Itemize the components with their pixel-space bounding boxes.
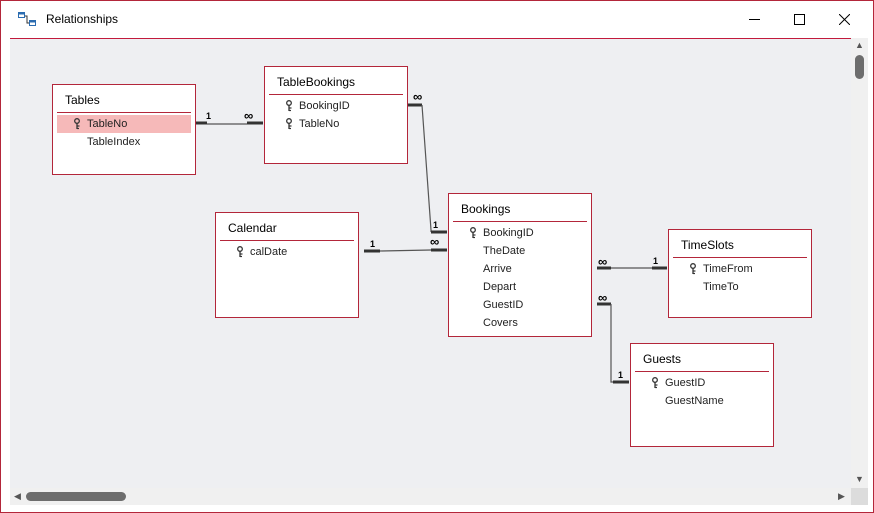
table-divider [220, 240, 354, 241]
table-title: Guests [643, 352, 682, 366]
title-bar[interactable]: Relationships [1, 1, 873, 37]
scroll-up-icon[interactable]: ▲ [855, 40, 864, 50]
table-calendar[interactable]: Calendar calDate [215, 212, 359, 318]
table-divider [57, 112, 191, 113]
maximize-icon [793, 13, 805, 25]
key-icon [237, 246, 243, 258]
table-guests[interactable]: Guests GuestID GuestName [630, 343, 774, 447]
close-icon [838, 13, 850, 25]
relationship-label-many: ∞ [598, 290, 608, 305]
field-row-depart[interactable]: Depart [453, 278, 587, 296]
table-title: Tables [65, 93, 100, 107]
table-tables[interactable]: Tables TableNo TableIndex [52, 84, 196, 175]
relationship-label-one: 1 [206, 111, 212, 121]
key-icon [652, 377, 658, 389]
relationship-line[interactable] [610, 304, 614, 383]
field-name: TimeTo [703, 281, 739, 293]
horizontal-scrollbar[interactable]: ◀ ▶ [10, 488, 851, 505]
scroll-right-icon[interactable]: ▶ [838, 491, 845, 501]
relationship-line[interactable] [421, 104, 432, 232]
field-name: TableIndex [87, 136, 141, 148]
field-name: GuestName [665, 395, 724, 407]
minimize-icon [748, 18, 760, 20]
field-name: TableNo [87, 118, 128, 130]
field-name: BookingID [299, 100, 350, 112]
field-name: Covers [483, 317, 518, 329]
scroll-down-icon[interactable]: ▼ [855, 474, 864, 484]
field-name: Arrive [483, 263, 512, 275]
vertical-scrollbar[interactable]: ▲ ▼ [851, 38, 868, 488]
field-row-timeto[interactable]: TimeTo [673, 278, 807, 296]
field-row-thedate[interactable]: TheDate [453, 242, 587, 260]
field-name: calDate [250, 246, 288, 258]
horizontal-scroll-thumb[interactable] [26, 492, 126, 501]
field-name: BookingID [483, 227, 534, 239]
field-row-tableno[interactable]: TableNo [57, 115, 191, 133]
window-title: Relationships [46, 12, 119, 26]
field-row-guestname[interactable]: GuestName [635, 392, 769, 410]
field-name: Depart [483, 281, 517, 293]
relationship-label-many: ∞ [598, 254, 608, 269]
field-name: GuestID [483, 299, 524, 311]
field-row-tableno[interactable]: TableNo [269, 115, 403, 133]
scrollbar-corner [851, 488, 868, 505]
field-row-guestid[interactable]: GuestID [453, 296, 587, 314]
relationship-label-one: 1 [618, 370, 624, 380]
relationships-icon [18, 12, 36, 26]
relationships-canvas[interactable]: 1 ∞ ∞ 1 1 ∞ ∞ 1 ∞ 1 Tables TableNo Table… [10, 38, 851, 489]
field-row-guestid[interactable]: GuestID [635, 374, 769, 392]
key-icon [470, 227, 476, 239]
field-row-bookingid[interactable]: BookingID [269, 97, 403, 115]
relationship-label-many: ∞ [413, 89, 423, 104]
table-divider [673, 257, 807, 258]
key-icon [286, 100, 292, 112]
relationship-label-many: ∞ [244, 108, 254, 123]
table-divider [635, 371, 769, 372]
relationship-line[interactable] [379, 249, 432, 252]
table-divider [269, 94, 403, 95]
relationship-label-one: 1 [653, 256, 659, 266]
table-bookings[interactable]: Bookings BookingID TheDate Arrive Depart… [448, 193, 592, 337]
maximize-button[interactable] [776, 1, 822, 37]
table-title: Bookings [461, 202, 511, 216]
field-row-arrive[interactable]: Arrive [453, 260, 587, 278]
table-timeslots[interactable]: TimeSlots TimeFrom TimeTo [668, 229, 812, 318]
key-icon [74, 118, 80, 130]
key-icon [690, 263, 696, 275]
close-button[interactable] [821, 1, 867, 37]
field-row-caldate[interactable]: calDate [220, 243, 354, 261]
table-divider [453, 221, 587, 222]
scroll-left-icon[interactable]: ◀ [14, 491, 21, 501]
minimize-button[interactable] [731, 1, 777, 37]
relationship-lines [195, 103, 667, 384]
key-icon [286, 118, 292, 130]
field-name: GuestID [665, 377, 706, 389]
field-row-tableindex[interactable]: TableIndex [57, 133, 191, 151]
field-row-bookingid[interactable]: BookingID [453, 224, 587, 242]
relationship-label-one: 1 [433, 220, 439, 230]
table-title: TableBookings [277, 75, 356, 89]
field-name: TheDate [483, 245, 526, 257]
field-row-timefrom[interactable]: TimeFrom [673, 260, 807, 278]
field-row-covers[interactable]: Covers [453, 314, 587, 332]
relationship-label-many: ∞ [430, 234, 440, 249]
table-tablebookings[interactable]: TableBookings BookingID TableNo [264, 66, 408, 164]
field-name: TimeFrom [703, 263, 753, 275]
relationship-label-one: 1 [370, 239, 376, 249]
table-title: Calendar [228, 221, 277, 235]
table-title: TimeSlots [681, 238, 734, 252]
field-name: TableNo [299, 118, 340, 130]
vertical-scroll-thumb[interactable] [855, 55, 864, 79]
